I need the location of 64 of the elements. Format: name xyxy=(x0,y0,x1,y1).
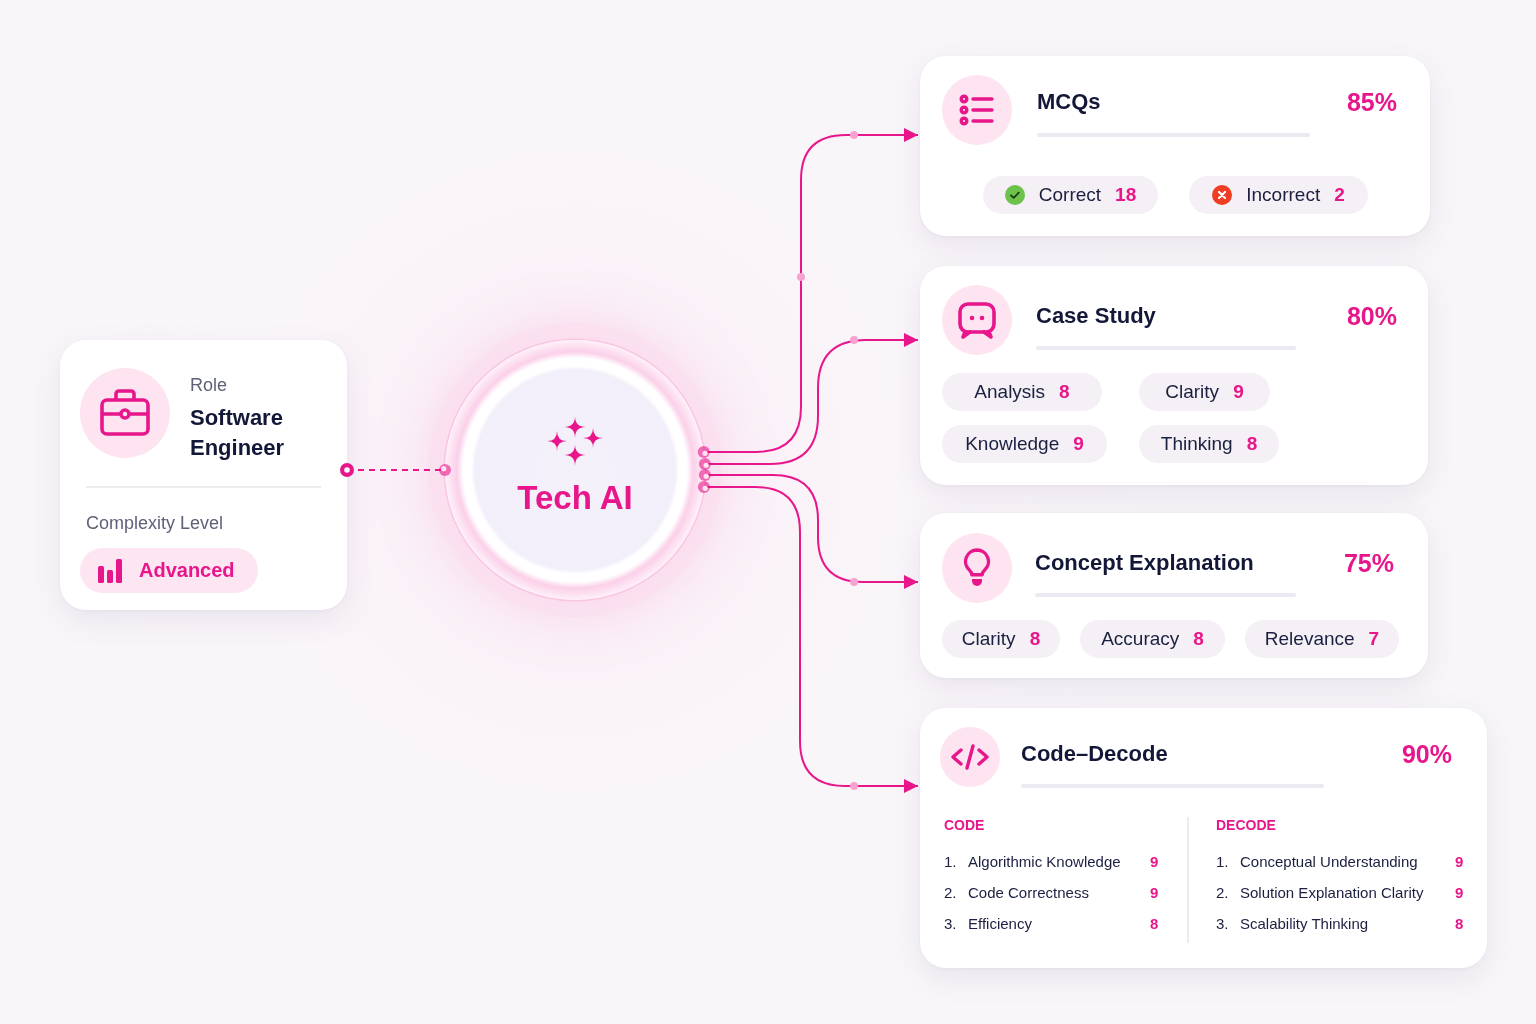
section-heading: DECODE xyxy=(1216,817,1276,833)
criterion-label: Conceptual Understanding xyxy=(1240,852,1418,872)
level-badge xyxy=(80,548,258,593)
score-value: 8 xyxy=(1150,914,1159,934)
criterion-label: Clarity xyxy=(1165,381,1220,403)
complexity-label: Complexity Level xyxy=(86,512,224,534)
score-value: 9 xyxy=(1455,883,1464,903)
criterion-label: Analysis xyxy=(974,381,1046,403)
criterion-label: Accuracy xyxy=(1101,628,1180,650)
score-value: 8 xyxy=(1193,628,1204,650)
criterion-label: Thinking xyxy=(1160,433,1233,455)
score-value: 8 xyxy=(1059,381,1070,403)
card-title: MCQs xyxy=(1037,89,1101,115)
list-number: 2. xyxy=(1216,883,1229,903)
criterion-label: Algorithmic Knowledge xyxy=(968,852,1121,872)
criterion-label: Code Correctness xyxy=(968,883,1089,903)
list-number: 3. xyxy=(1216,914,1229,934)
score-value: 8 xyxy=(1246,433,1258,455)
list-number: 3. xyxy=(944,914,957,934)
hub-title: Tech AI xyxy=(516,478,634,518)
level-text: Advanced xyxy=(139,559,235,582)
arrow xyxy=(698,333,919,470)
score-value: 9 xyxy=(1455,852,1464,872)
arrow xyxy=(698,469,919,589)
score-value: 8 xyxy=(1455,914,1464,934)
percentage-value: 90% xyxy=(1401,740,1452,768)
connector-line xyxy=(340,463,451,477)
criterion-label: Knowledge xyxy=(965,433,1060,455)
criterion-label: Clarity xyxy=(961,628,1016,650)
score-value: 9 xyxy=(1233,381,1244,403)
arrow xyxy=(697,481,919,793)
card-title: Concept Explanation xyxy=(1035,550,1254,576)
assessment-card xyxy=(920,56,1430,236)
role-card xyxy=(60,340,347,610)
arrow xyxy=(697,128,919,458)
list-number: 1. xyxy=(1216,852,1229,872)
score-value: 9 xyxy=(1150,883,1159,903)
assessment-card xyxy=(920,708,1487,968)
score-chip xyxy=(1189,176,1368,214)
card-title: Code–Decode xyxy=(1021,741,1168,767)
assessment-card xyxy=(920,266,1428,485)
percentage-value: 80% xyxy=(1346,302,1397,330)
criterion-label: Incorrect xyxy=(1246,184,1321,206)
criterion-label: Efficiency xyxy=(968,914,1032,934)
criterion-label: Relevance xyxy=(1264,628,1355,650)
list-number: 1. xyxy=(944,852,957,872)
criterion-label: Scalability Thinking xyxy=(1240,914,1369,934)
assessment-card xyxy=(920,513,1428,678)
percentage-value: 85% xyxy=(1346,88,1397,116)
score-value: 7 xyxy=(1368,628,1380,650)
score-value: 2 xyxy=(1334,184,1345,206)
section-heading: CODE xyxy=(944,817,985,833)
role-title: Software Engineer xyxy=(190,404,286,462)
score-chip xyxy=(983,176,1158,214)
score-value: 9 xyxy=(1073,433,1084,455)
criterion-label: Solution Explanation Clarity xyxy=(1240,883,1424,903)
criterion-label: Correct xyxy=(1038,184,1102,206)
percentage-value: 75% xyxy=(1343,549,1394,577)
score-value: 9 xyxy=(1150,852,1159,872)
score-value: 8 xyxy=(1029,628,1041,650)
role-label: Role xyxy=(190,374,228,396)
card-title: Case Study xyxy=(1036,303,1156,329)
score-value: 18 xyxy=(1115,184,1137,206)
list-number: 2. xyxy=(944,883,957,903)
